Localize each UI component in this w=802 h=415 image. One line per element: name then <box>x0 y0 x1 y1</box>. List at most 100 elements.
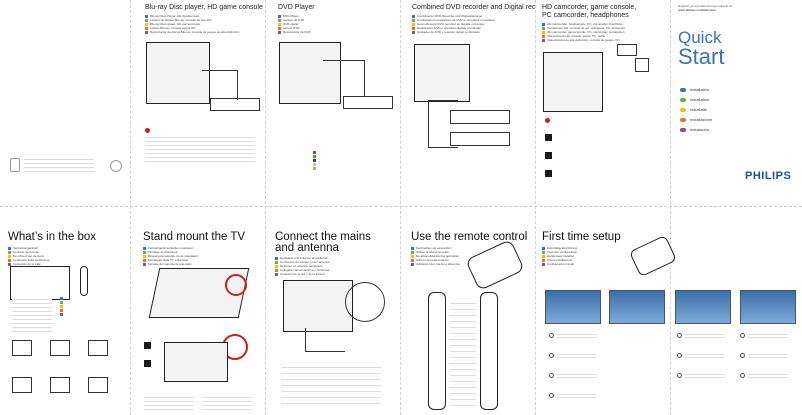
camcorder-device <box>617 44 637 56</box>
setup-item: Erstmalige Einrichtung <box>547 246 578 250</box>
fold-line <box>265 0 266 415</box>
remote-title: Use the remote control <box>411 231 528 243</box>
setup-step <box>549 392 597 398</box>
bluray-item: Reproductor de discos Blu-ray, consola d… <box>150 30 240 34</box>
step-badge <box>144 342 151 349</box>
stand-item: Montage du téléviseur <box>148 250 178 254</box>
remote-item: Utilización del mando a distancia <box>416 262 460 266</box>
setup-step <box>677 372 725 378</box>
hdmi-cable <box>202 70 238 100</box>
connector-legend <box>313 150 319 170</box>
remote-item: Utilizzo del telecomando <box>416 258 449 262</box>
bluray-lang-list: Blu-ray Disc Player, HD-Spielkonsole Lec… <box>145 14 239 34</box>
lang-de: Installation <box>680 87 709 92</box>
hdcam-item: Caméscope HD, console de jeu, ordinateur… <box>547 26 625 30</box>
lang-it: Installazione <box>680 117 712 122</box>
setup-screen-3 <box>675 290 731 324</box>
setup-item: Configuración inicial <box>547 262 574 266</box>
lang-es: Instalación <box>680 127 709 132</box>
bluray-device <box>210 98 260 111</box>
setup-step <box>677 332 725 338</box>
panel-quickstart: Register your product and get support at… <box>670 0 802 200</box>
dvd-item: Reproductor de DVD <box>283 30 311 34</box>
box-item: Verpackungsinhalt <box>13 246 38 250</box>
scart-cable <box>428 100 458 148</box>
remote-small-illustration <box>628 234 678 278</box>
remote-item: Fernbedienung verwenden <box>416 246 452 250</box>
setup-step <box>740 332 788 338</box>
hdcam-title: HD camcorder, game console, PC camcorder… <box>542 4 637 19</box>
antenna-cable <box>345 282 385 322</box>
stand-item: Montaje del soporte de televisión <box>148 262 192 266</box>
setup-lang-list: Erstmalige Einrichtung Première configur… <box>542 246 577 266</box>
lang-fr: Installation <box>680 97 709 102</box>
combined-lang-list: Kombinierter DVD-Recorder und Digital-Re… <box>412 14 495 34</box>
hdcam-item: Videocamera HD, console giochi, PC, cuff… <box>547 34 606 38</box>
step-badge <box>545 152 552 159</box>
stand-item: Montaggio della TV sulla base <box>148 258 189 262</box>
dvd-device <box>343 96 393 109</box>
url-text: www.philips.com/welcome <box>678 8 716 12</box>
fold-line <box>535 0 536 415</box>
panel-combined: Combined DVD recorder and Digital receiv… <box>400 0 535 200</box>
combined-item: Gecombineerd DVD-recorder en digitale on… <box>417 22 485 26</box>
stand-part <box>88 340 108 356</box>
combined-item: Combinaison enregistreur de DVD et récep… <box>417 18 495 22</box>
setup-screen-4 <box>740 290 796 324</box>
combined-item: Registratore DVD e ricevitore digitale c… <box>417 26 482 30</box>
stand-part <box>12 377 32 393</box>
tv-back-illustration <box>146 42 210 104</box>
register-text: Register your product and get support at <box>678 4 732 8</box>
setup-step <box>549 372 597 378</box>
stand-part <box>12 340 32 356</box>
mains-item: Netzkabel und Antenne anschließen <box>280 256 329 260</box>
dvd-title: DVD Player <box>278 4 315 11</box>
hdcam-item: Videocámara de alta definición, consola … <box>547 38 620 42</box>
note-text <box>450 298 476 406</box>
remote-full-illustration <box>480 292 498 410</box>
fold-line <box>400 0 401 415</box>
stand-part <box>50 340 70 356</box>
mains-item: Netsnoer en antenne aansluiten <box>280 264 323 268</box>
stand-lang-list: Fernsehgerät aufstellen montieren Montag… <box>143 246 198 266</box>
step-badge <box>144 360 151 367</box>
ce-mark <box>110 160 122 172</box>
alert-icon <box>545 118 550 123</box>
bluray-item: Lettore Blu-ray, console giochi HD <box>150 26 196 30</box>
panel-stand: Stand mount the TV Fernsehgerät aufstell… <box>130 212 265 415</box>
mains-lang-list: Netzkabel und Antenne anschließen Connex… <box>275 256 330 276</box>
tv-back-illustration <box>283 280 353 332</box>
remote-item: Utiliser la télécommande <box>416 250 449 254</box>
setup-step <box>740 352 788 358</box>
alert-icon <box>145 128 150 133</box>
stand-item: Fernsehgerät aufstellen montieren <box>148 246 194 250</box>
receiver-device <box>450 132 510 146</box>
setup-item: Eerste keer instellen <box>547 254 575 258</box>
panel-bluray: Blu-ray Disc player, HD game console Blu… <box>130 0 265 200</box>
box-item: De inhoud van de doos <box>13 254 44 258</box>
mains-cable <box>305 328 345 352</box>
manual-text <box>12 296 52 332</box>
mains-item: Connexion du secteur et de l’antenne <box>280 260 330 264</box>
panel-backcover <box>0 0 130 200</box>
stand-part <box>88 377 108 393</box>
setup-step <box>549 352 597 358</box>
tv-stand-illustration <box>164 342 228 382</box>
lang-nl: Installatie <box>680 107 707 112</box>
bluray-title: Blu-ray Disc player, HD game console <box>145 4 263 11</box>
remote-illustration <box>80 266 88 296</box>
fold-line <box>0 206 802 207</box>
box-lang-list: Verpackungsinhalt Contenu de la boîte De… <box>8 246 49 266</box>
panel-hdcam: HD camcorder, game console, PC camcorder… <box>535 0 670 200</box>
tv-illustration <box>10 266 70 300</box>
tv-back-illustration <box>279 42 341 104</box>
box-item: Contenuto della confezione <box>13 258 50 262</box>
remote-battery-illustration <box>465 239 525 291</box>
hdcam-item: HD-Camcorder, Spielkonsole, PC, Camcorde… <box>547 22 623 26</box>
combined-item: Kombinierter DVD-Recorder und Digital-Re… <box>417 14 483 18</box>
setup-title: First time setup <box>542 231 621 243</box>
hdcam-lang-list: HD-Camcorder, Spielkonsole, PC, Camcorde… <box>542 22 625 42</box>
recorder-device <box>450 110 510 124</box>
av-cable <box>323 60 365 96</box>
panel-setup: First time setup Erstmalige Einrichtung … <box>535 212 802 415</box>
